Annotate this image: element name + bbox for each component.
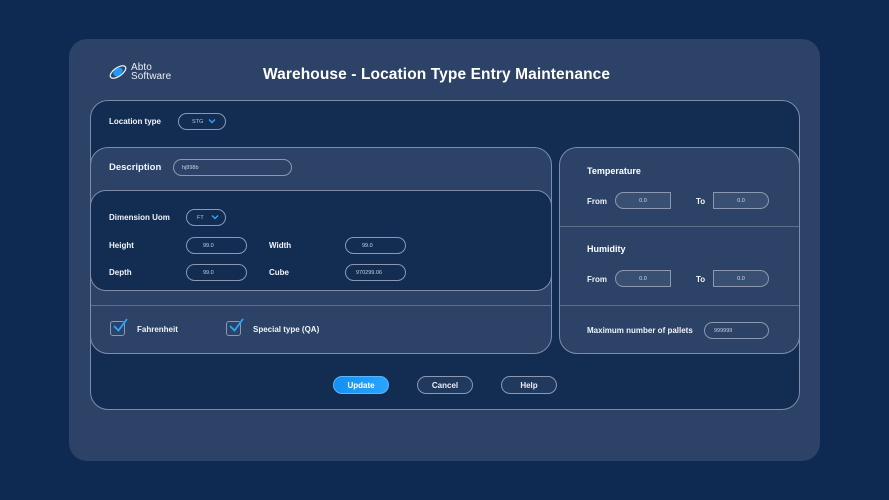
environment-panel bbox=[559, 147, 800, 354]
height-input[interactable]: 99.0 bbox=[186, 237, 247, 254]
height-label: Height bbox=[109, 241, 134, 250]
humidity-to-input[interactable]: 0.0 bbox=[713, 270, 769, 287]
description-label: Description bbox=[109, 162, 162, 173]
brand-name-line1: Abto bbox=[131, 62, 152, 73]
humidity-to-label: To bbox=[696, 275, 706, 284]
dimension-panel bbox=[90, 190, 552, 291]
section-divider bbox=[560, 226, 799, 227]
depth-label: Depth bbox=[109, 268, 132, 277]
chevron-down-icon bbox=[208, 119, 216, 124]
cube-input[interactable]: 970299.06 bbox=[345, 264, 406, 281]
checkmark-icon bbox=[113, 318, 128, 332]
humidity-from-input[interactable]: 0.0 bbox=[615, 270, 671, 287]
cube-label: Cube bbox=[269, 268, 289, 277]
update-button[interactable]: Update bbox=[333, 376, 389, 394]
humidity-from-label: From bbox=[587, 275, 607, 284]
brand-name-line2: Software bbox=[131, 71, 172, 82]
chevron-down-icon bbox=[211, 215, 219, 220]
brand-logo: Abto Software bbox=[108, 62, 172, 82]
brand-name: Abto Software bbox=[131, 62, 172, 82]
location-type-value: STG bbox=[192, 118, 204, 125]
cancel-button[interactable]: Cancel bbox=[417, 376, 473, 394]
special-type-label: Special type (QA) bbox=[253, 325, 320, 334]
orbit-logo-icon bbox=[109, 65, 127, 79]
checkmark-icon bbox=[229, 318, 244, 332]
temperature-from-label: From bbox=[587, 197, 607, 206]
temperature-to-input[interactable]: 0.0 bbox=[713, 192, 769, 209]
help-button[interactable]: Help bbox=[501, 376, 557, 394]
fahrenheit-label: Fahrenheit bbox=[137, 325, 178, 334]
dimension-uom-label: Dimension Uom bbox=[109, 213, 170, 222]
width-label: Width bbox=[269, 241, 292, 250]
humidity-title: Humidity bbox=[587, 244, 626, 254]
special-type-checkbox[interactable] bbox=[226, 318, 244, 336]
temperature-from-input[interactable]: 0.0 bbox=[615, 192, 671, 209]
section-divider bbox=[91, 305, 551, 306]
max-pallets-label: Maximum number of pallets bbox=[587, 326, 693, 335]
max-pallets-input[interactable]: 999999 bbox=[704, 322, 769, 339]
section-divider bbox=[560, 305, 799, 306]
location-type-label: Location type bbox=[109, 117, 162, 126]
temperature-to-label: To bbox=[696, 197, 706, 206]
dimension-uom-select[interactable]: FT bbox=[186, 209, 226, 226]
fahrenheit-checkbox[interactable] bbox=[110, 318, 128, 336]
width-input[interactable]: 99.0 bbox=[345, 237, 406, 254]
page-title: Warehouse - Location Type Entry Maintena… bbox=[263, 66, 611, 83]
description-input[interactable]: hj898b bbox=[173, 159, 292, 176]
depth-input[interactable]: 99.0 bbox=[186, 264, 247, 281]
temperature-title: Temperature bbox=[587, 166, 641, 176]
location-type-select[interactable]: STG bbox=[178, 113, 226, 130]
dimension-uom-value: FT bbox=[197, 214, 204, 221]
